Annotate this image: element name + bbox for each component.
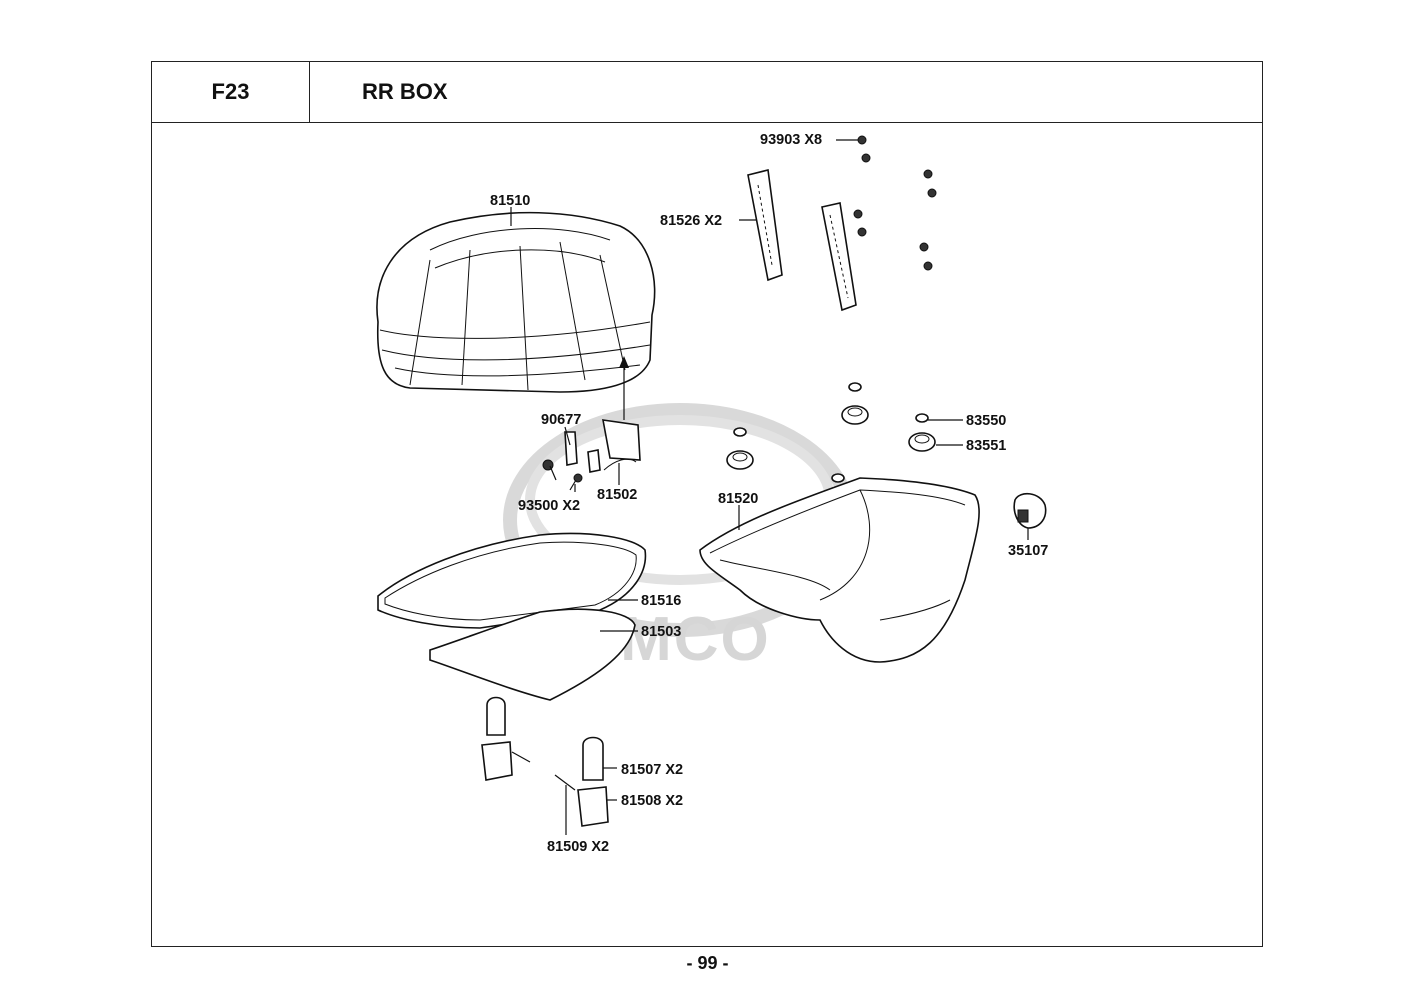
latch-parts	[481, 696, 609, 827]
label-93903: 93903 X8	[760, 132, 822, 148]
label-90677: 90677	[541, 412, 581, 428]
label-93500: 93500 X2	[518, 498, 580, 514]
hinge-parts	[542, 419, 641, 491]
label-81510: 81510	[490, 193, 530, 209]
lid-81510	[376, 211, 656, 393]
label-81502: 81502	[597, 487, 637, 503]
label-83550: 83550	[966, 413, 1006, 429]
label-81509: 81509 X2	[547, 839, 609, 855]
label-35107: 35107	[1008, 543, 1048, 559]
figure-code: F23	[151, 61, 310, 123]
figure-title: RR BOX	[309, 61, 1263, 123]
label-81507: 81507 X2	[621, 762, 683, 778]
label-81520: 81520	[718, 491, 758, 507]
label-81503: 81503	[641, 624, 681, 640]
label-81508: 81508 X2	[621, 793, 683, 809]
page-number: - 99 -	[686, 953, 729, 973]
label-83551: 83551	[966, 438, 1006, 454]
mat-81503	[429, 608, 636, 701]
leader-lines	[510, 139, 1029, 835]
strap-bracket-81526-a	[747, 169, 783, 282]
strap-bracket-81526-b	[821, 202, 857, 312]
label-81516: 81516	[641, 593, 681, 609]
lock-35107	[1013, 492, 1047, 529]
seal-81516	[377, 532, 647, 629]
base-81520	[699, 477, 980, 663]
label-81526: 81526 X2	[660, 213, 722, 229]
screw-set-93903	[853, 135, 937, 271]
